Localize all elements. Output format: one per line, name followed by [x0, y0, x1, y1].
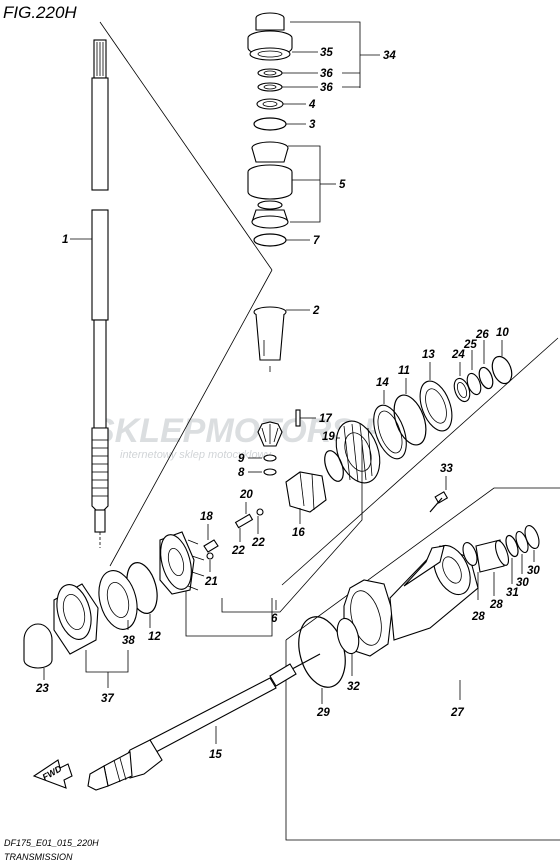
callout-37: 37 [101, 693, 114, 705]
callout-12: 12 [148, 631, 161, 643]
callout-10: 10 [496, 327, 509, 339]
figure-title: FIG.220H [3, 3, 77, 22]
callout-1: 1 [62, 234, 68, 246]
callout-34: 34 [383, 50, 396, 62]
callout-28a: 28 [471, 611, 485, 623]
callout-22a: 22 [231, 545, 245, 557]
bevel-gear-reverse [324, 420, 381, 484]
part-6-bracket [221, 440, 363, 613]
callout-31: 31 [506, 587, 519, 599]
callout-9: 9 [238, 453, 245, 465]
callout-22b: 22 [251, 537, 265, 549]
callout-32: 32 [347, 681, 360, 693]
callout-8: 8 [238, 467, 245, 479]
callout-30a: 30 [516, 577, 529, 589]
callout-18: 18 [200, 511, 213, 523]
callout-33: 33 [440, 463, 453, 475]
reference-line [109, 269, 273, 567]
propeller-shaft-housing [343, 544, 479, 657]
callout-4: 4 [308, 99, 316, 111]
callout-13: 13 [422, 349, 435, 361]
callout-27: 27 [450, 707, 464, 719]
callout-36b: 36 [320, 82, 333, 94]
propeller-shaft [87, 653, 321, 791]
watermark-subtext: internetowy sklep motocyklowy [120, 449, 273, 461]
bolt [429, 491, 449, 513]
rear-seal-group [462, 524, 540, 573]
forward-gear-assembly [23, 531, 205, 669]
callout-5: 5 [339, 179, 346, 191]
reference-line [99, 21, 273, 271]
callout-14: 14 [376, 377, 389, 389]
callout-35: 35 [320, 47, 333, 59]
upper-bearing-stack [247, 12, 293, 247]
footer-name: TRANSMISSION [4, 852, 73, 862]
callout-6: 6 [271, 613, 278, 625]
drive-shaft [91, 39, 109, 548]
sleeve-part [253, 306, 287, 372]
callout-16: 16 [292, 527, 305, 539]
footer-code: DF175_E01_015_220H [4, 838, 99, 848]
callout-3: 3 [309, 119, 316, 131]
callout-24: 24 [451, 349, 465, 361]
callout-29: 29 [316, 707, 330, 719]
callout-25: 25 [463, 339, 477, 351]
fwd-arrow: FWD [32, 759, 73, 789]
part-6-bracket [185, 590, 273, 637]
callout-7: 7 [313, 235, 320, 247]
callout-38: 38 [122, 635, 135, 647]
clutch-assembly [203, 471, 327, 560]
callout-21: 21 [204, 576, 218, 588]
callout-36a: 36 [320, 68, 333, 80]
callout-30b: 30 [527, 565, 540, 577]
callout-26: 26 [475, 329, 489, 341]
housing-frame [285, 640, 560, 841]
callout-20: 20 [239, 489, 253, 501]
callout-15: 15 [209, 749, 222, 761]
callout-28b: 28 [489, 599, 503, 611]
reference-line [281, 337, 559, 586]
callout-23: 23 [35, 683, 49, 695]
callout-11: 11 [398, 365, 410, 377]
callout-19: 19 [322, 431, 335, 443]
callout-17: 17 [319, 413, 332, 425]
callout-2: 2 [312, 305, 320, 317]
forward-bearing-group [373, 355, 513, 460]
bearing-32 [336, 617, 360, 655]
